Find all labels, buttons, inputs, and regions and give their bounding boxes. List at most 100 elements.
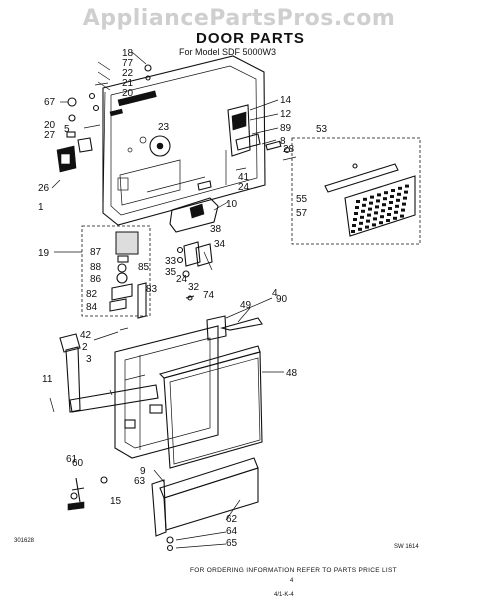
vent-slot xyxy=(368,207,372,211)
vent-slot xyxy=(397,192,401,196)
callout-4: 4 xyxy=(272,288,278,299)
front-panels xyxy=(158,317,263,469)
callout-88: 88 xyxy=(90,262,102,273)
vent-slot xyxy=(402,202,406,206)
vent-slot xyxy=(390,195,394,198)
vent-slot xyxy=(373,217,377,221)
callout-33: 33 xyxy=(165,256,177,267)
callout-27: 27 xyxy=(44,130,56,141)
vent-slot xyxy=(375,205,379,209)
vent-slot xyxy=(396,198,400,202)
callout-2: 2 xyxy=(82,342,88,353)
page-number: 4 xyxy=(290,578,294,584)
callout-74: 74 xyxy=(203,290,215,301)
vent-slot xyxy=(387,213,391,216)
vent-slot xyxy=(391,189,395,192)
leader-lines xyxy=(51,51,284,549)
callout-65: 65 xyxy=(226,538,238,549)
callout-32: 32 xyxy=(188,282,200,293)
left-code: 301628 xyxy=(14,538,35,544)
callout-28: 28 xyxy=(283,144,295,155)
callout-24: 24 xyxy=(176,274,188,285)
callout-9: 9 xyxy=(140,466,146,477)
callout-67: 67 xyxy=(44,97,56,108)
callout-8: 8 xyxy=(280,136,286,147)
callout-84: 84 xyxy=(86,302,98,313)
callout-83: 83 xyxy=(146,284,158,295)
callout-53: 53 xyxy=(316,124,328,135)
callout-24: 24 xyxy=(238,182,250,193)
callout-57: 57 xyxy=(296,208,308,219)
callout-11: 11 xyxy=(42,374,53,385)
vent-slot xyxy=(354,212,358,215)
vent-slot xyxy=(405,184,409,188)
callout-90: 90 xyxy=(276,294,288,305)
vent-slot xyxy=(372,223,376,227)
callout-18: 18 xyxy=(122,48,134,59)
vent-slot xyxy=(356,200,360,203)
vent-slot xyxy=(384,191,388,195)
vent-slot xyxy=(353,218,357,221)
left-small-parts xyxy=(56,64,152,173)
side-strips xyxy=(59,333,159,413)
callout-21: 21 xyxy=(122,78,134,89)
vent-assembly-box xyxy=(291,137,421,245)
vent-slot xyxy=(374,211,378,215)
vent-slot xyxy=(394,210,398,214)
callout-77: 77 xyxy=(122,58,134,69)
vent-slot xyxy=(401,208,405,212)
vent-slot xyxy=(395,204,399,208)
callout-42: 42 xyxy=(80,330,92,341)
latch-bracket xyxy=(169,197,219,233)
vent-slot xyxy=(376,199,380,203)
callout-85: 85 xyxy=(138,262,150,273)
callout-82: 82 xyxy=(86,289,98,300)
vent-slot xyxy=(404,190,408,194)
vent-slot xyxy=(388,207,392,210)
vent-slot xyxy=(359,221,363,225)
vent-slot xyxy=(365,225,369,229)
vent-slot xyxy=(369,201,373,205)
vent-slot xyxy=(400,214,404,218)
callout-61: 61 xyxy=(66,454,78,465)
callout-63: 63 xyxy=(134,476,146,487)
callout-19: 19 xyxy=(38,248,50,259)
callout-86: 86 xyxy=(90,274,102,285)
vent-slot xyxy=(380,215,384,219)
callout-22: 22 xyxy=(122,68,134,79)
callout-12: 12 xyxy=(280,109,292,120)
callout-34: 34 xyxy=(214,239,226,250)
model-subtitle: For Model SDF 5000W3 xyxy=(179,47,277,57)
vent-slot xyxy=(379,221,383,225)
vent-slot xyxy=(383,197,387,201)
callout-14: 14 xyxy=(280,95,292,106)
callout-labels: 1877222120672027526123141289828412410535… xyxy=(38,48,328,549)
callout-41: 41 xyxy=(238,172,250,183)
vent-slot xyxy=(351,230,355,233)
bottom-code: 4/1-K-4 xyxy=(274,592,294,598)
vent-slot xyxy=(362,203,366,207)
middle-small-parts xyxy=(176,241,213,301)
callout-64: 64 xyxy=(226,526,238,537)
callout-1: 1 xyxy=(38,202,44,213)
callout-89: 89 xyxy=(280,123,292,134)
drawing-code: SW 1614 xyxy=(394,544,419,550)
callout-15: 15 xyxy=(110,496,122,507)
vent-slot xyxy=(381,209,385,213)
callout-62: 62 xyxy=(226,514,238,525)
page-title: DOOR PARTS xyxy=(196,30,305,47)
callout-60: 60 xyxy=(72,458,84,469)
vent-slot xyxy=(352,224,356,227)
callout-38: 38 xyxy=(210,224,222,235)
callout-55: 55 xyxy=(296,194,308,205)
vent-slot xyxy=(363,197,367,201)
callout-5: 5 xyxy=(64,124,70,135)
inner-door-panel xyxy=(102,55,266,226)
vent-slot xyxy=(355,206,359,209)
callout-23: 23 xyxy=(158,122,170,133)
callout-20: 20 xyxy=(122,88,134,99)
vent-slot xyxy=(382,203,386,207)
callout-10: 10 xyxy=(226,199,238,210)
bottom-kick-panel xyxy=(151,457,259,552)
